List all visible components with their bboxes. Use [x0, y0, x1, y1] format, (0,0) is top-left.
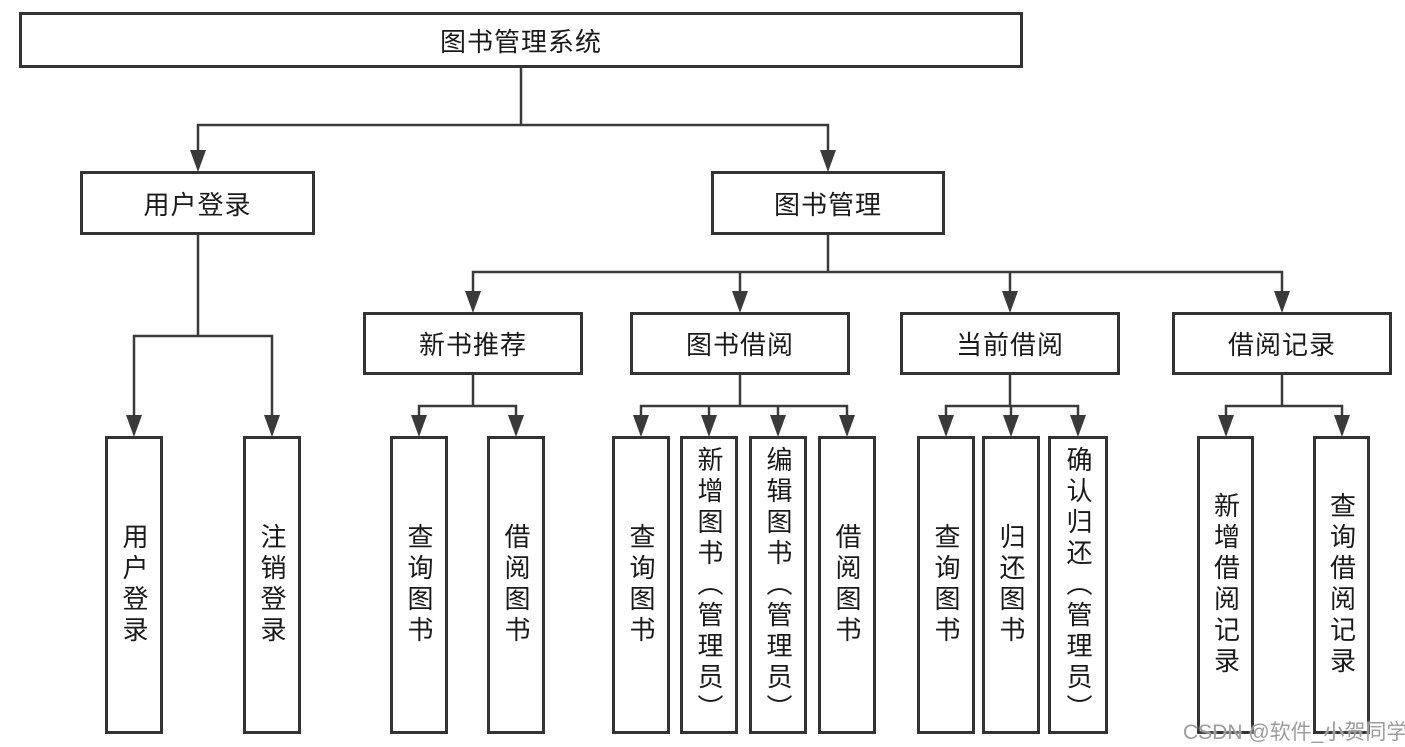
csdn-watermark: CSDN @软件_小贺同学 — [1183, 721, 1405, 744]
leaf-current-query-books: 查询图书 — [917, 436, 975, 734]
node-book-management: 图书管理 — [711, 171, 945, 235]
edge-book-mgmt-to-level3 — [471, 233, 1284, 307]
leaf-label: 确认归还（管理员） — [1063, 445, 1093, 725]
arrow-down-icon — [1218, 415, 1234, 437]
node-new-book-recommend: 新书推荐 — [363, 312, 583, 375]
leaf-label: 归还图书 — [996, 523, 1026, 647]
arrow-down-icon — [938, 415, 954, 437]
leaf-records-add-borrow-record: 新增借阅记录 — [1197, 436, 1254, 734]
arrow-down-icon — [820, 150, 836, 172]
arrow-down-icon — [1274, 291, 1290, 313]
leaf-label: 编辑图书（管理员） — [763, 445, 793, 725]
arrow-down-icon — [770, 415, 786, 437]
arrow-down-icon — [1070, 415, 1086, 437]
leaf-borrowing-add-books-admin: 新增图书（管理员） — [680, 436, 738, 734]
arrow-down-icon — [701, 415, 717, 437]
arrow-down-icon — [190, 150, 206, 172]
leaf-label: 查询图书 — [626, 523, 656, 647]
leaf-records-query-borrow-record: 查询借阅记录 — [1313, 436, 1370, 734]
leaf-label: 注销登录 — [257, 523, 287, 647]
leaf-label: 新增借阅记录 — [1210, 492, 1241, 678]
leaf-newbook-borrow-books: 借阅图书 — [487, 436, 545, 734]
arrow-down-icon — [264, 415, 280, 437]
leaf-user-login: 用户登录 — [105, 436, 163, 734]
leaf-label: 借阅图书 — [832, 523, 862, 647]
leaf-label: 查询图书 — [404, 523, 434, 647]
leaf-borrowing-query-books: 查询图书 — [612, 436, 670, 734]
arrow-down-icon — [126, 415, 142, 437]
node-current-borrowing: 当前借阅 — [900, 312, 1120, 375]
edge-user-login-to-leaves — [132, 233, 274, 431]
node-book-borrowing: 图书借阅 — [630, 312, 850, 375]
leaf-label: 新增图书（管理员） — [694, 445, 724, 725]
arrow-down-icon — [465, 291, 481, 313]
node-user-login: 用户登录 — [80, 171, 315, 235]
leaf-label: 用户登录 — [119, 523, 149, 647]
leaf-logout: 注销登录 — [243, 436, 301, 734]
edge-book-borrow-to-leaves — [639, 373, 849, 431]
leaf-label: 借阅图书 — [501, 523, 531, 647]
leaf-label: 查询借阅记录 — [1326, 492, 1357, 678]
node-borrow-records: 借阅记录 — [1172, 312, 1392, 375]
arrow-down-icon — [732, 291, 748, 313]
leaf-borrowing-borrow-books: 借阅图书 — [818, 436, 876, 734]
leaf-current-confirm-return-admin: 确认归还（管理员） — [1048, 436, 1108, 734]
edge-borrow-records-to-leaves — [1224, 373, 1344, 431]
edge-current-borrow-to-leaves — [944, 373, 1080, 431]
arrow-down-icon — [411, 415, 427, 437]
edge-new-book-rec-to-leaves — [417, 373, 518, 431]
leaf-borrowing-edit-books-admin: 编辑图书（管理员） — [749, 436, 807, 734]
arrow-down-icon — [1003, 415, 1019, 437]
arrow-down-icon — [1002, 291, 1018, 313]
leaf-newbook-query-books: 查询图书 — [390, 436, 448, 734]
arrow-down-icon — [508, 415, 524, 437]
leaf-label: 查询图书 — [931, 523, 961, 647]
leaf-current-return-books: 归还图书 — [982, 436, 1040, 734]
arrow-down-icon — [633, 415, 649, 437]
edge-root-to-level2 — [196, 66, 830, 166]
arrow-down-icon — [839, 415, 855, 437]
node-root-system: 图书管理系统 — [19, 12, 1023, 68]
arrow-down-icon — [1334, 415, 1350, 437]
